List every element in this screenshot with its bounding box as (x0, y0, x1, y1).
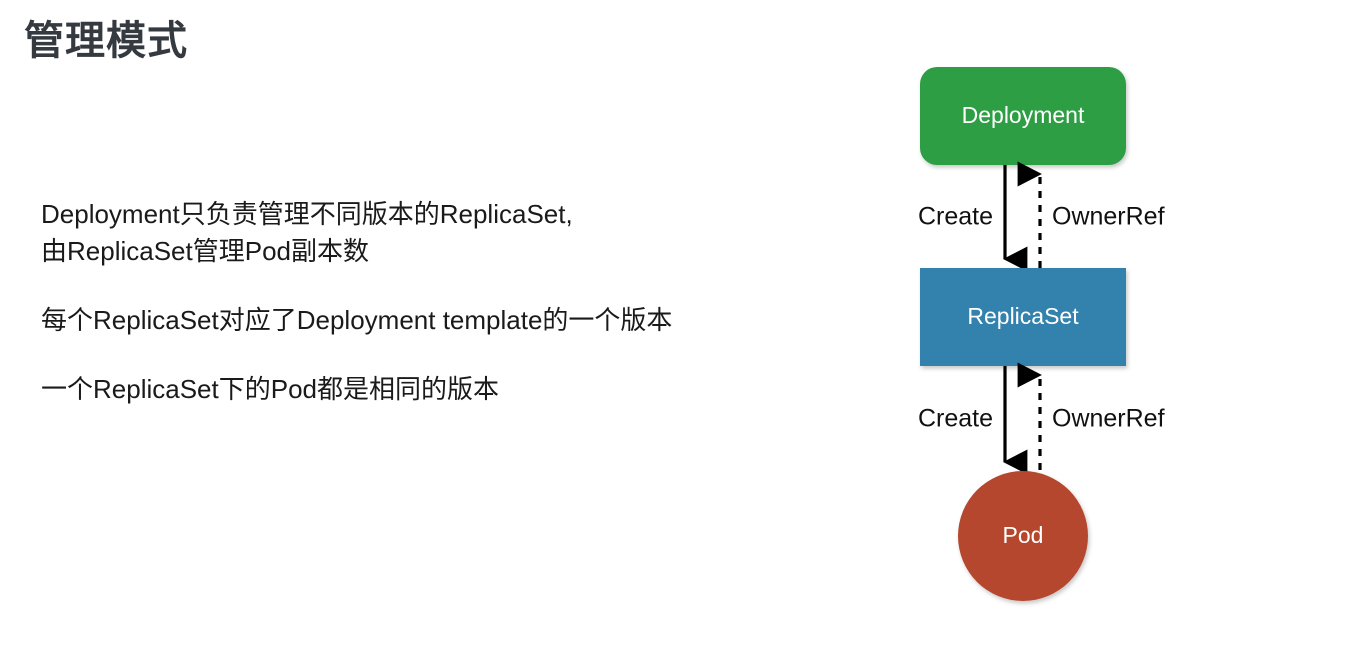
diagram-node-pod[interactable]: Pod (958, 471, 1088, 601)
paragraph-3: 一个ReplicaSet下的Pod都是相同的版本 (41, 371, 861, 408)
paragraph-1-line-1: Deployment只负责管理不同版本的ReplicaSet, (41, 199, 573, 229)
edge-label-ownerref-upper: OwnerRef (1052, 203, 1165, 231)
paragraph-2: 每个ReplicaSet对应了Deployment template的一个版本 (41, 302, 861, 339)
ownership-flow-diagram: Deployment ReplicaSet ---- --> Create De… (880, 50, 1210, 620)
edge-label-create-upper: Create (918, 203, 993, 231)
deployment-label: Deployment (962, 102, 1085, 128)
replicaset-box[interactable] (920, 268, 1126, 366)
paragraph-1-line-2: 由ReplicaSet管理Pod副本数 (41, 236, 369, 266)
diagram-edge-ownerref-replicaset: OwnerRef (1017, 362, 1165, 470)
diagram-edge-create-replicaset: Create (918, 165, 1028, 272)
diagram-edge-ownerref-deployment: OwnerRef (1017, 161, 1165, 268)
pod-label: Pod (1003, 522, 1044, 548)
paragraph-2-line-1: 每个ReplicaSet对应了Deployment template的一个版本 (41, 305, 673, 335)
edge-label-create-lower: Create (918, 405, 993, 433)
replicaset-label: ReplicaSet (967, 303, 1079, 329)
edge-label-ownerref-lower: OwnerRef (1052, 405, 1165, 433)
diagram-edge-create-pod: Create (918, 366, 1028, 475)
paragraph-3-line-1: 一个ReplicaSet下的Pod都是相同的版本 (41, 374, 499, 404)
paragraph-1: Deployment只负责管理不同版本的ReplicaSet, 由Replica… (41, 196, 861, 270)
diagram-node-deployment[interactable]: Deployment (920, 67, 1126, 165)
deployment-box[interactable] (920, 67, 1126, 165)
page-title: 管理模式 (24, 19, 188, 63)
body-text-block: Deployment只负责管理不同版本的ReplicaSet, 由Replica… (41, 196, 861, 408)
pod-circle[interactable] (958, 471, 1088, 601)
diagram-node-replicaset[interactable]: ReplicaSet (920, 268, 1126, 366)
